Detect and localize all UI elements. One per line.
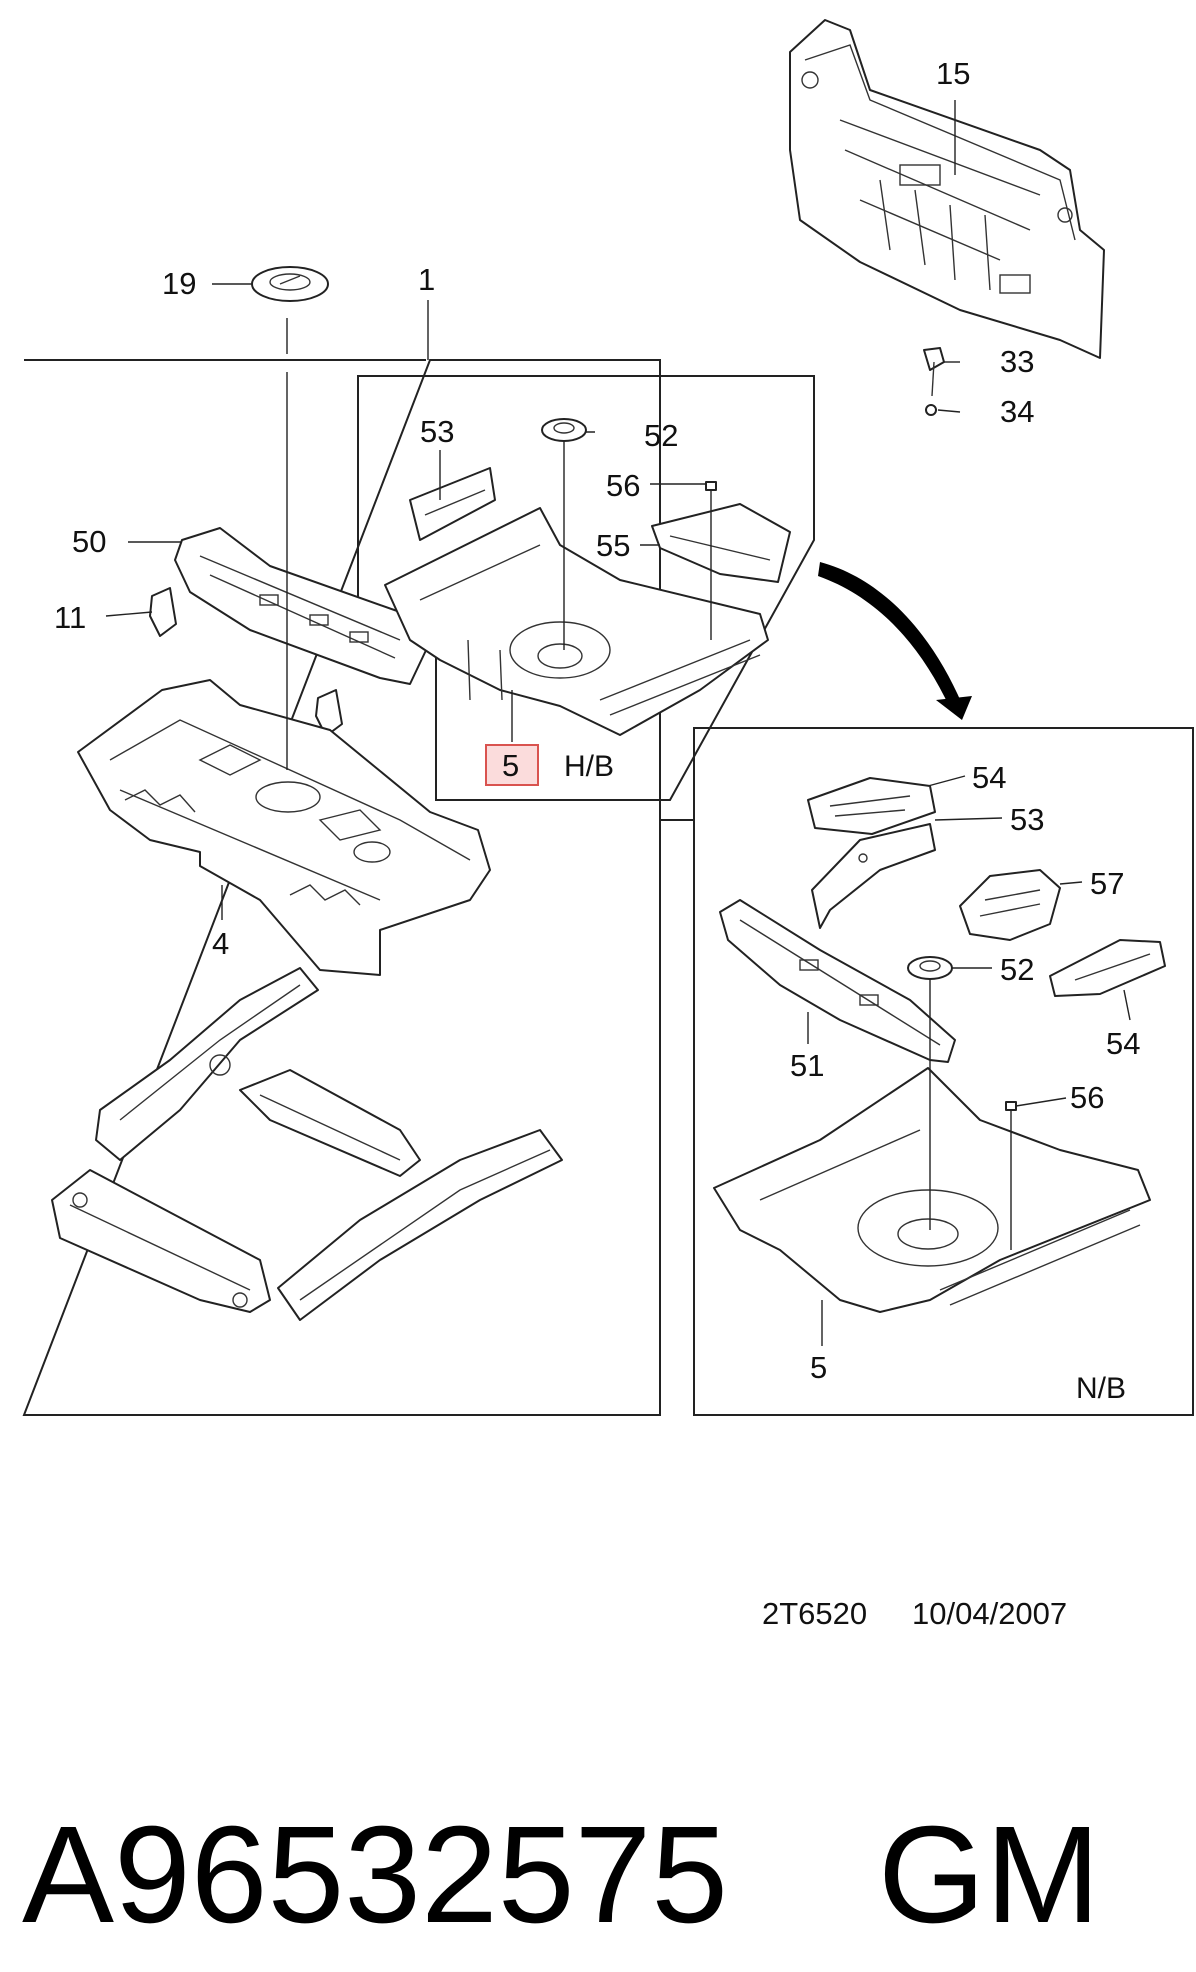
part-5-nb-floor [713, 1067, 1151, 1313]
callout-1: 1 [418, 262, 435, 297]
callout-19: 19 [162, 266, 196, 301]
callout-5-hb: 5 [502, 748, 519, 783]
part-33-bracket [923, 347, 945, 397]
document-date: 10/04/2007 [912, 1596, 1067, 1631]
part-34-bolt [925, 404, 937, 416]
callout-51: 51 [790, 1048, 824, 1083]
part-57-bracket [959, 869, 1061, 941]
part-54-nb-bottom-plate [1049, 939, 1166, 997]
part-11-bracket [149, 587, 343, 737]
connector-notch [659, 819, 694, 1415]
callout-52-nb: 52 [1000, 952, 1034, 987]
inset-frame-nb [693, 727, 1194, 1416]
variant-arrow-tip [936, 696, 972, 720]
part-19-plug [251, 266, 329, 302]
callout-57: 57 [1090, 866, 1124, 901]
callout-5-nb: 5 [810, 1350, 827, 1385]
variant-label-nb: N/B [1076, 1372, 1126, 1405]
callout-15: 15 [936, 56, 970, 91]
part-51-cross-member [719, 899, 956, 1063]
callout-54-bottom: 54 [1106, 1026, 1140, 1061]
callout-54-top: 54 [972, 760, 1006, 795]
callout-53-hb: 53 [420, 414, 454, 449]
callout-4: 4 [212, 926, 229, 961]
callout-33: 33 [1000, 344, 1034, 379]
callout-56-hb: 56 [606, 468, 640, 503]
callout-11: 11 [54, 600, 86, 635]
highlight-box [485, 744, 539, 786]
callout-50: 50 [72, 524, 106, 559]
part-number: A96532575 [22, 1798, 728, 1952]
part-54-nb-top-plate [807, 777, 936, 835]
part-5-hb-floor [384, 507, 769, 736]
part-56-hb-clip [705, 481, 717, 491]
callout-34: 34 [1000, 394, 1034, 429]
callout-55: 55 [596, 528, 630, 563]
callout-52-hb: 52 [644, 418, 678, 453]
document-reference: 2T6520 [762, 1596, 867, 1631]
part-52-hb-cap [541, 418, 587, 442]
part-53-nb-bracket [811, 823, 936, 929]
part-53-hb-bracket [409, 467, 496, 541]
part-55-reinforcement [651, 503, 791, 583]
callout-56-nb: 56 [1070, 1080, 1104, 1115]
part-4-rear-floor [77, 679, 491, 976]
part-56-nb-clip [1005, 1101, 1017, 1111]
part-15-rear-panel [789, 19, 1105, 359]
leader-lines [105, 100, 1131, 1346]
part-52-nb-cap [907, 956, 953, 980]
callout-53-nb: 53 [1010, 802, 1044, 837]
variant-label-hb: H/B [564, 750, 614, 783]
part-50-cross-member [174, 527, 429, 685]
underbody-rails [51, 967, 563, 1321]
brand: GM [878, 1798, 1100, 1952]
variant-arrow [818, 562, 962, 708]
